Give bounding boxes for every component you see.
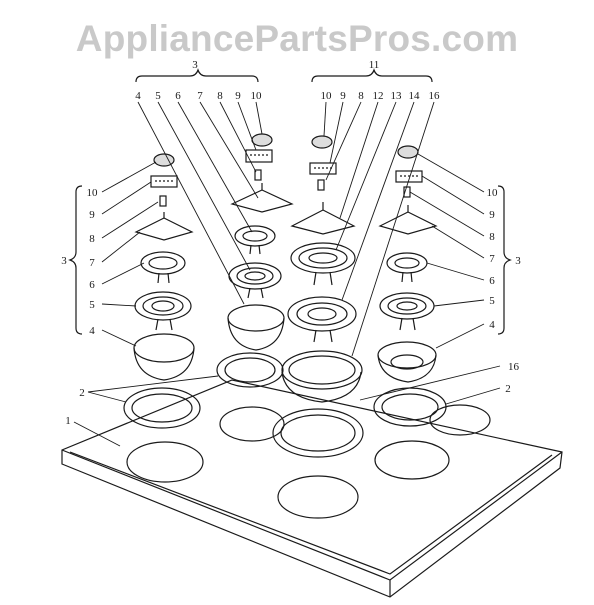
cooktop-panel [61,379,563,598]
drip-pans [133,304,437,403]
callout-cooktop: 1 [65,415,71,427]
group-braces [68,68,512,335]
callout-top-right-5: 13 [391,90,403,102]
callout-top-left-6: 9 [235,90,241,102]
callout-top-left-2: 5 [155,90,161,102]
callout-top-left-7: 10 [251,90,263,102]
callout-top-right-1: 10 [321,90,333,102]
support-brackets [134,183,438,241]
callout-drip-pan-large: 16 [508,361,520,373]
callout-top-right-4: 12 [373,90,384,102]
callout-group-right: 3 [515,255,521,267]
callout-left-4: 7 [89,257,95,269]
callout-top-left-1: 4 [135,90,141,102]
callout-top-left-4: 7 [197,90,203,102]
callout-right-6: 5 [489,295,495,307]
callout-top-right-3: 8 [358,90,364,102]
callout-group-left: 3 [61,255,67,267]
callout-right-4: 7 [489,253,495,265]
callout-top-left-5: 8 [217,90,223,102]
watermark-text: AppliancePartsPros.com [75,18,519,59]
callout-left-1: 10 [87,187,99,199]
receptacles-and-caps [150,133,423,207]
callout-top-left-3: 6 [175,90,181,102]
callout-top-right-6: 14 [409,90,421,102]
callout-labels: 3 11 3 3 4 5 6 7 8 9 10 10 9 8 12 13 14 … [61,59,521,427]
callout-group-top-right: 11 [369,59,380,71]
leader-lines [73,101,501,447]
callout-right-7: 4 [489,319,495,331]
callout-trim-ring-left: 2 [79,387,85,399]
callout-left-6: 5 [89,299,95,311]
callout-right-2: 9 [489,209,495,221]
callout-trim-ring-right: 2 [505,383,511,395]
callout-top-right-2: 9 [340,90,346,102]
callout-group-top-left: 3 [192,59,198,71]
callout-left-7: 4 [89,325,95,337]
callout-left-5: 6 [89,279,95,291]
callout-left-3: 8 [89,233,95,245]
callout-right-3: 8 [489,231,495,243]
callout-top-right-7: 16 [429,90,441,102]
callout-left-2: 9 [89,209,95,221]
callout-right-1: 10 [487,187,499,199]
coil-elements-large [134,242,435,343]
callout-right-5: 6 [489,275,495,287]
trim-rings [123,352,447,458]
